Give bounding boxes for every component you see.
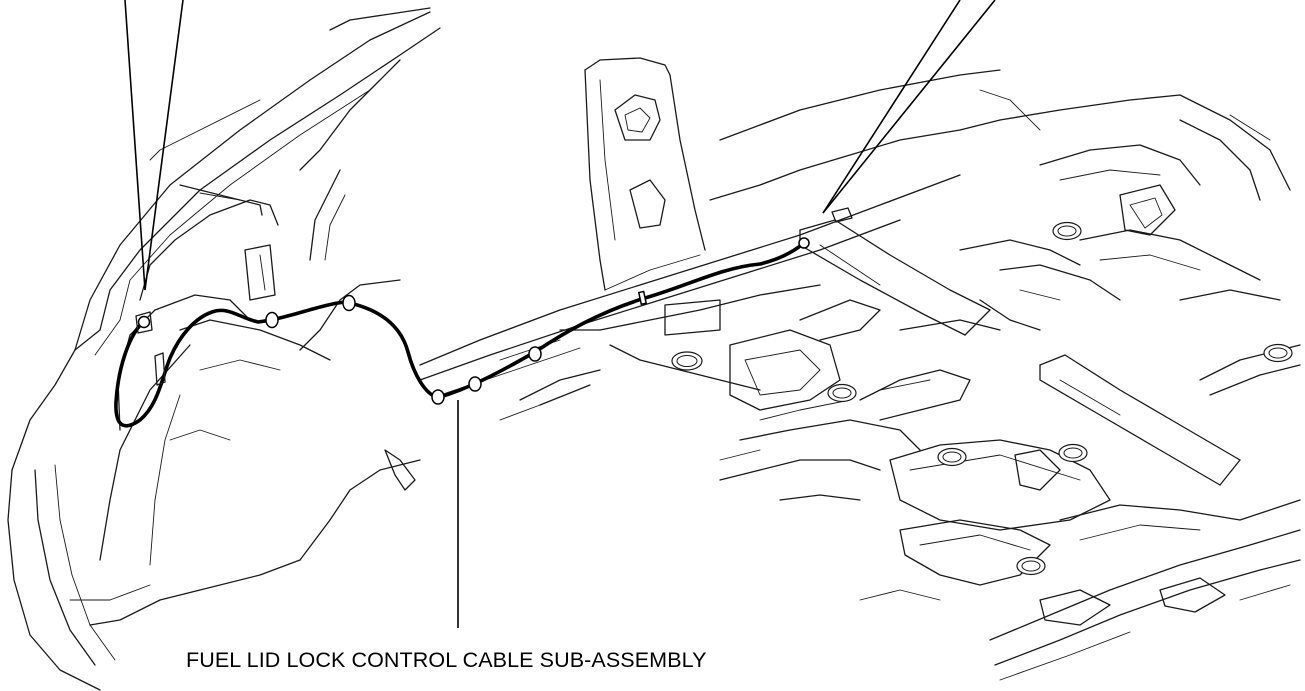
rear-cross-member: [1039, 344, 1301, 486]
cable-clip-5: [528, 346, 542, 362]
front-floor-tunnel: [959, 94, 1291, 331]
floor-plug-7: [1016, 556, 1046, 576]
cable-clip-2: [342, 294, 356, 312]
floor-plug-5: [937, 447, 967, 467]
floor-plug-2: [1052, 221, 1082, 241]
cable-rear-end: [135, 311, 153, 334]
fuel-lid-lock-control-cable: [114, 237, 810, 428]
front-cross-member: [799, 207, 991, 336]
floor-plug-1: [671, 351, 703, 371]
c-pillar: [299, 59, 401, 351]
cable-clip-1: [265, 311, 279, 329]
cable-clip-4: [468, 376, 482, 392]
leader-line-left-b: [144, 0, 184, 291]
cable-bracket: [154, 352, 166, 386]
floor-plugs: [671, 221, 1293, 576]
leader-line-right-a: [822, 0, 961, 214]
cable-tie: [637, 290, 648, 306]
floor-plug-4: [827, 383, 857, 403]
floor-plug-3: [1263, 343, 1293, 363]
b-pillar: [584, 57, 706, 291]
floor-plug-6: [1058, 443, 1088, 463]
leader-lines: [124, 0, 996, 628]
cable-front-end: [798, 237, 810, 249]
leader-line-left-a: [124, 0, 146, 291]
callout-label: FUEL LID LOCK CONTROL CABLE SUB-ASSEMBLY: [186, 648, 707, 672]
rocker-sill: [419, 69, 1041, 421]
rear-floor: [859, 439, 1301, 681]
rear-quarter-panel: [7, 7, 441, 691]
cable-clip-3: [431, 389, 445, 405]
leader-line-right-b: [822, 0, 996, 214]
